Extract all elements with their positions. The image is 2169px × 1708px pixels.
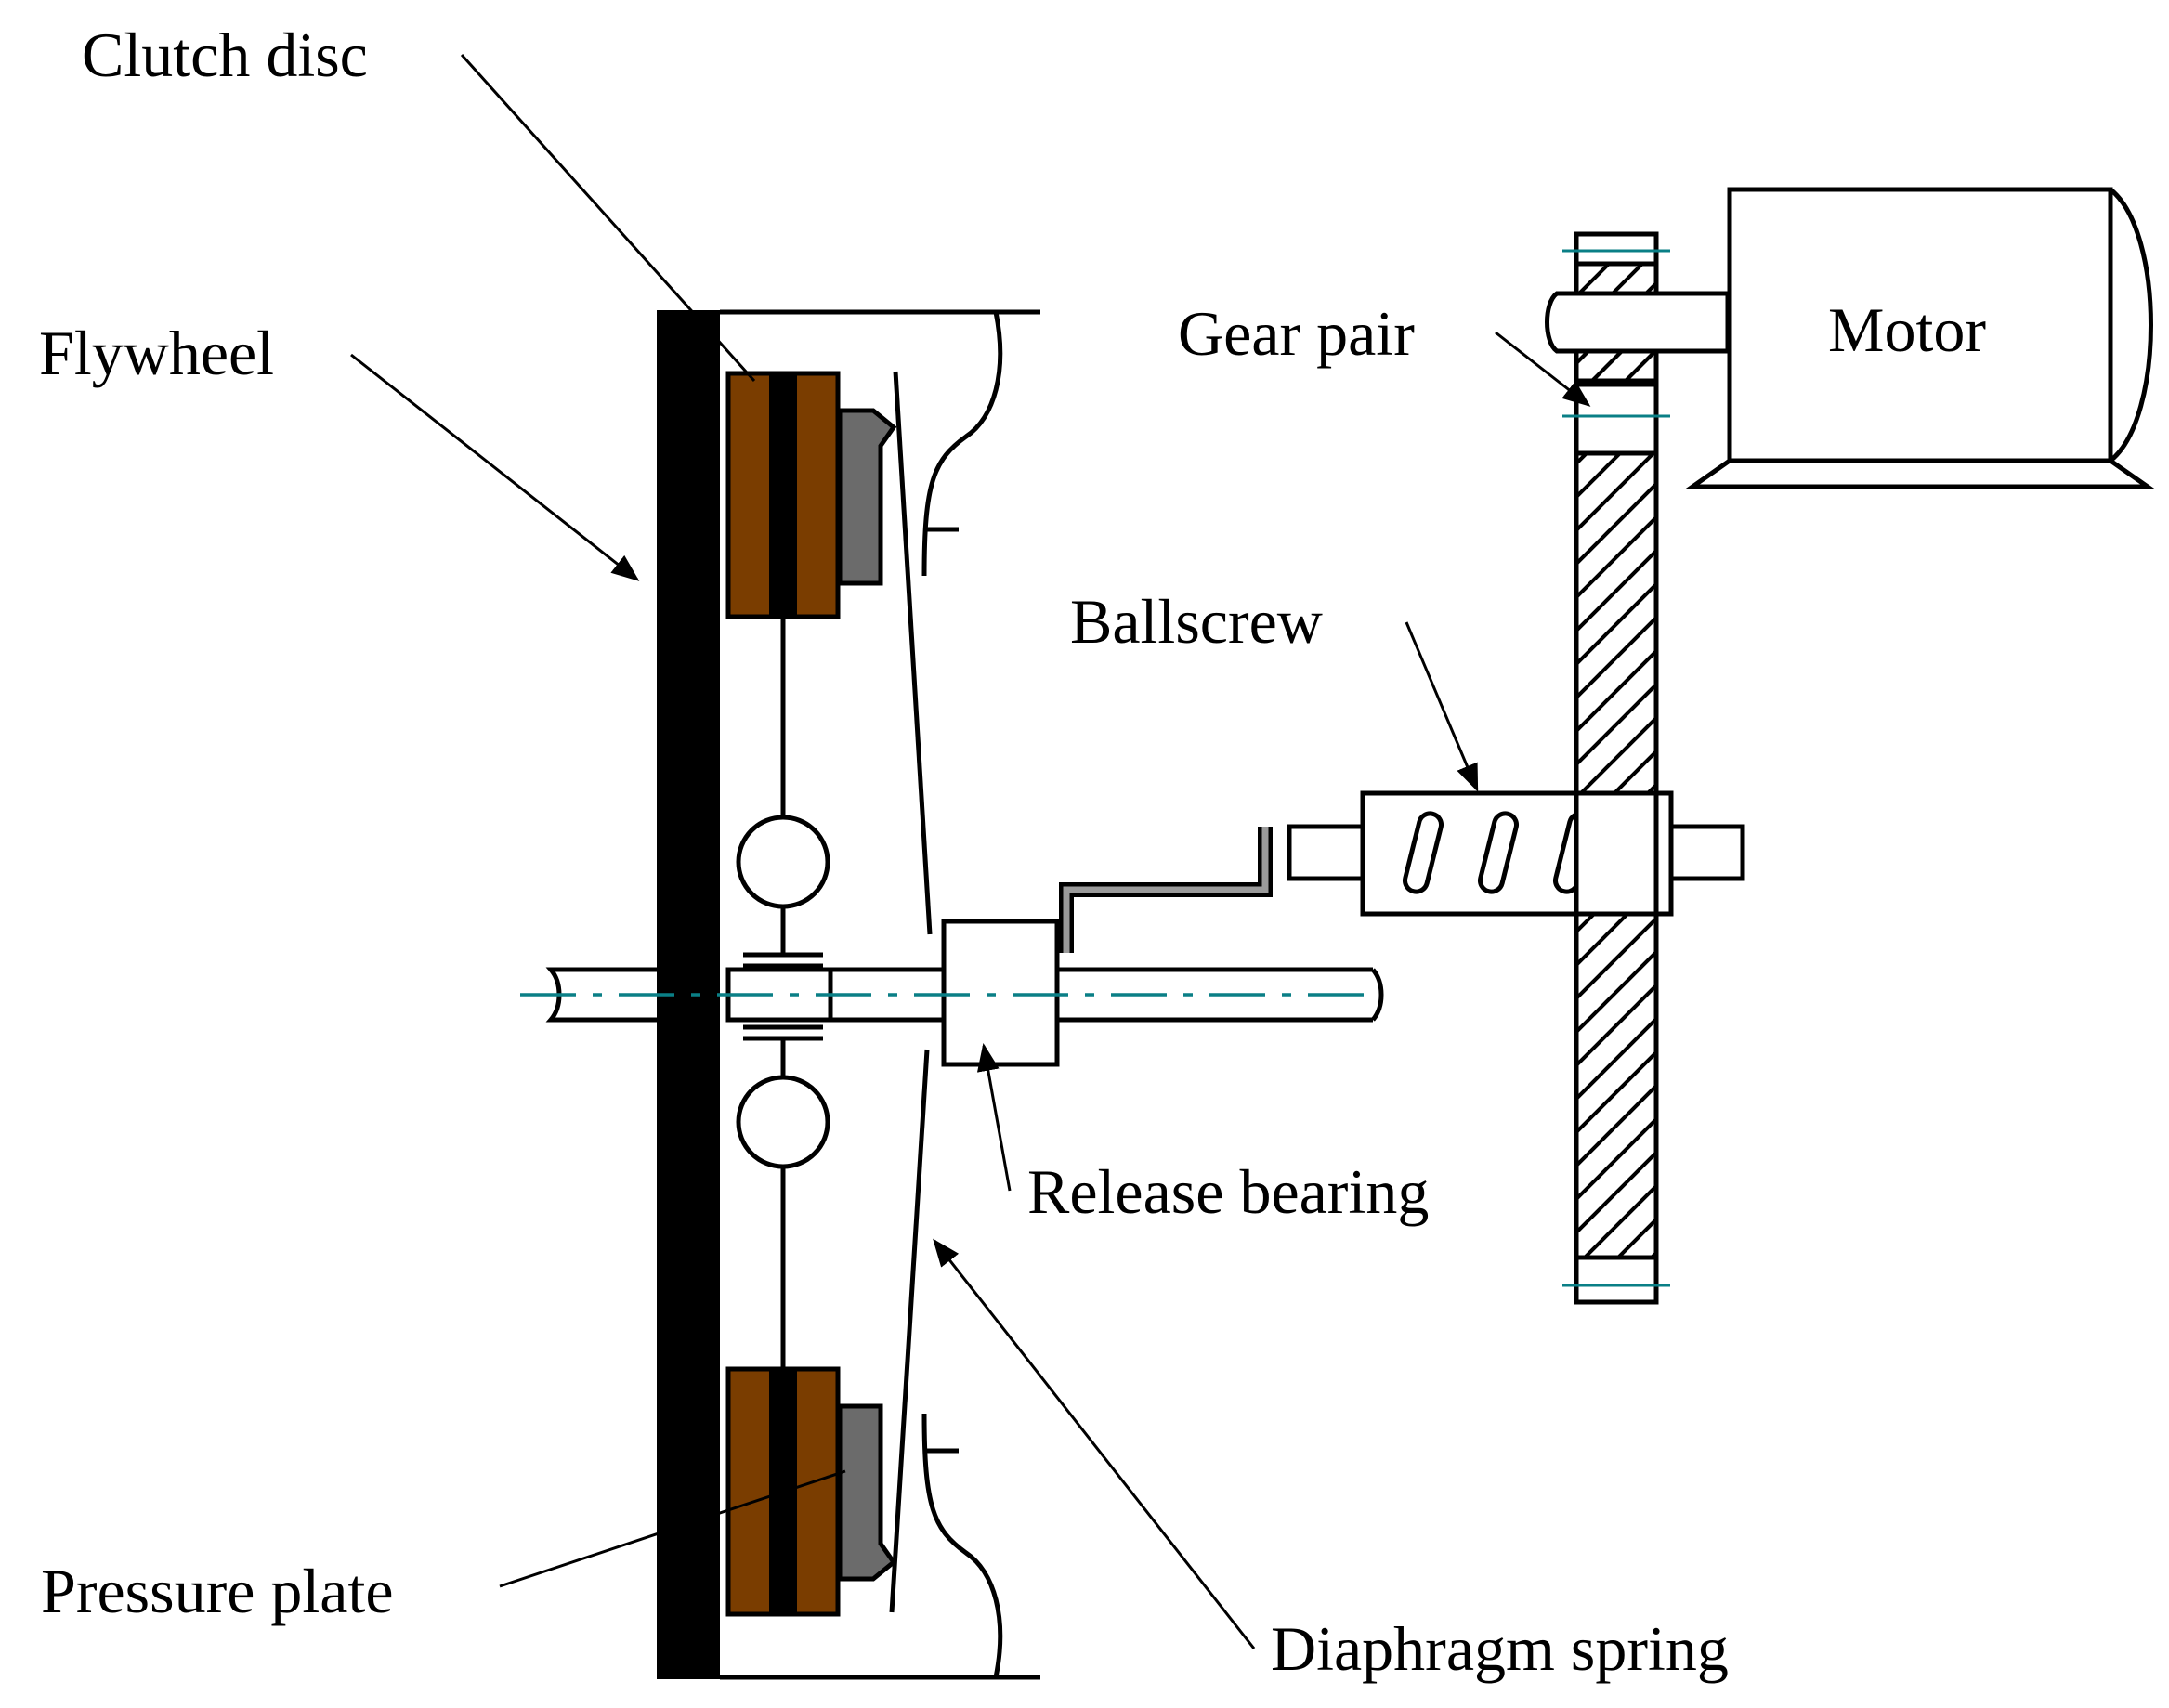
ballscrew [1287,790,1745,917]
clutch-disc-lower [725,1366,841,1617]
label-ballscrew: Ballscrew [1070,586,1323,657]
damper-spring-lower [736,1075,830,1169]
label-flywheel: Flywheel [39,318,274,388]
pinion-shaft [1545,291,1731,384]
pressure-plate-lower [837,1403,897,1582]
damper-spring-upper [736,815,830,909]
leader-lines [350,53,1591,1649]
label-motor: Motor [1828,294,1986,365]
release-bearing [941,919,1060,1067]
label-release-bearing: Release bearing [1027,1156,1429,1227]
diaphragm-spring-upper [893,371,933,935]
clutch-disc-hub [736,617,830,1367]
diaphragm-spring-lower [889,1049,930,1613]
label-gear-pair: Gear pair [1178,298,1415,369]
large-gear [1562,231,1670,1305]
label-pressure-plate: Pressure plate [41,1556,394,1626]
label-diaphragm-spring: Diaphragm spring [1271,1613,1729,1684]
clutch-cover [720,309,1040,1680]
motor [1685,187,2155,489]
input-shaft [545,967,1384,1023]
clutch-disc-upper [725,371,841,619]
pressure-plate-upper [837,408,897,586]
label-clutch-disc: Clutch disc [82,20,368,90]
